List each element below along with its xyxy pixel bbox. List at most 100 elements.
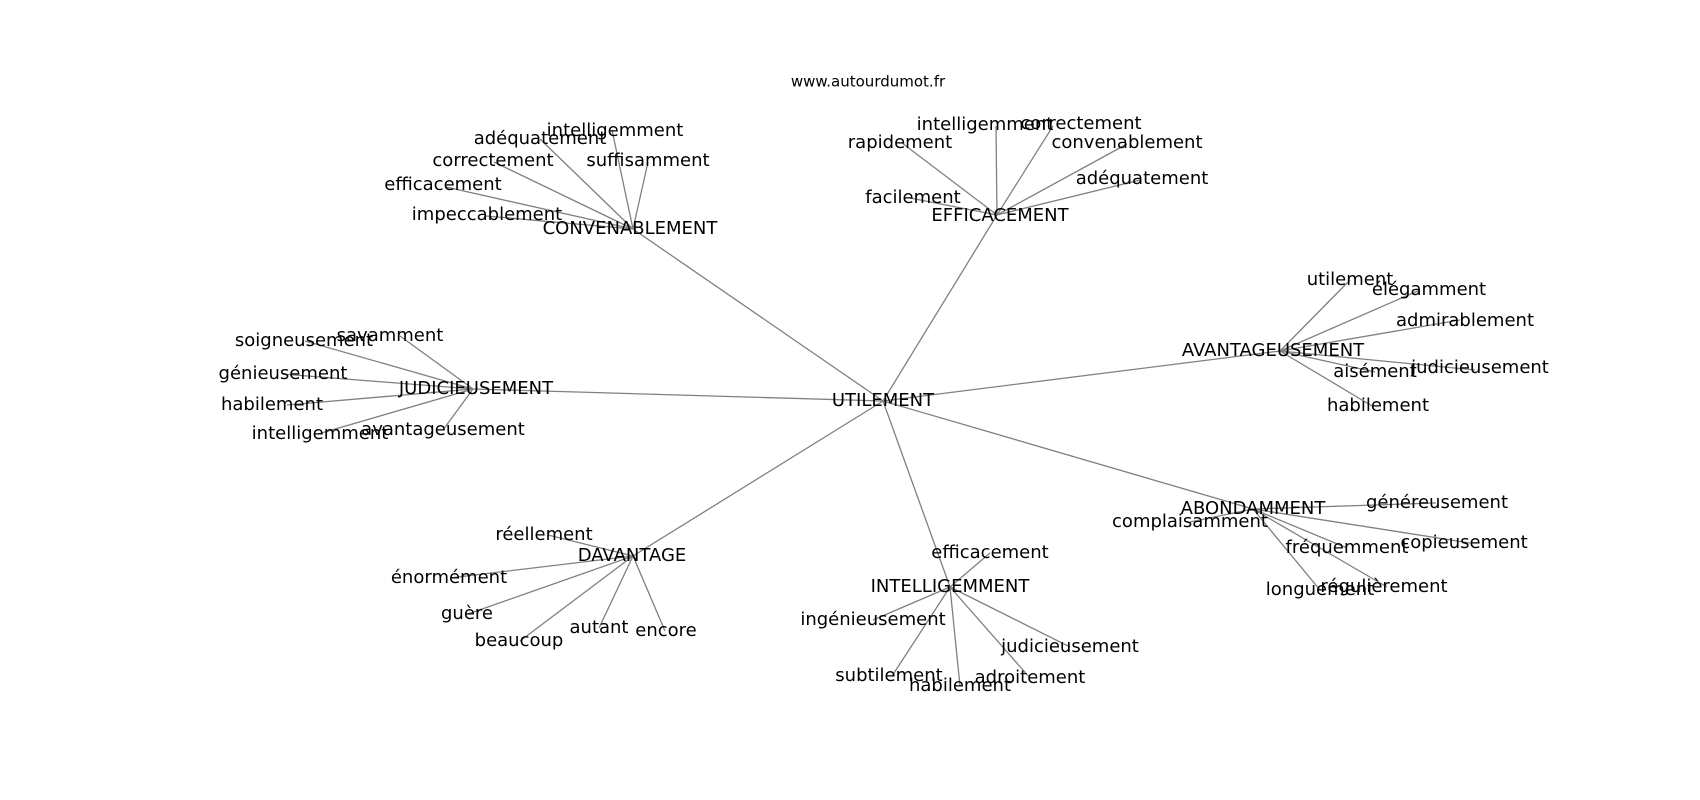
edge-hub-leaf	[399, 335, 474, 390]
leaf-node-label: impeccablement	[412, 204, 562, 225]
leaf-node-label: généreusement	[1366, 492, 1508, 513]
edge-center-hub	[882, 400, 1254, 510]
edge-hub-leaf	[949, 586, 1031, 679]
edge-hub-leaf	[1279, 289, 1421, 352]
edge-hub-leaf	[485, 215, 634, 230]
edge-hub-leaf	[304, 340, 474, 390]
leaf-node-label: efficacement	[384, 174, 501, 195]
edge-hub-leaf	[949, 552, 991, 588]
edge-hub-leaf	[1279, 319, 1461, 352]
leaf-node-label: habilement	[909, 675, 1011, 696]
leaf-node-label: énormément	[391, 567, 507, 588]
leaf-node-label: autant	[570, 617, 629, 638]
edge-hub-leaf	[909, 197, 998, 216]
leaf-node-label: adéquatement	[1076, 168, 1209, 189]
leaf-node-label: facilement	[865, 187, 960, 208]
leaf-node-label: adroitement	[975, 667, 1086, 688]
edge-hub-leaf	[891, 586, 951, 677]
hub-node-label: CONVENABLEMENT	[543, 218, 719, 239]
edge-hub-leaf	[1279, 279, 1351, 352]
leaf-node-label: aisément	[1333, 361, 1417, 382]
edge-hub-leaf	[1279, 350, 1476, 371]
edge-hub-leaf	[1252, 508, 1388, 588]
edge-hub-leaf	[317, 388, 474, 435]
leaf-node-label: longuement	[1266, 579, 1374, 600]
edge-hub-leaf	[996, 125, 1054, 216]
edge-hub-leaf	[995, 125, 998, 216]
leaf-node-label: élégamment	[1372, 279, 1486, 300]
edge-hub-leaf	[1252, 508, 1471, 544]
edge-hub-leaf	[1252, 502, 1437, 510]
edge-center-hub	[882, 214, 998, 402]
hub-node-label: JUDICIEUSEMENT	[398, 378, 554, 399]
graph-edges	[281, 125, 1476, 687]
edge-hub-leaf	[442, 388, 474, 431]
edge-hub-leaf	[872, 586, 951, 621]
leaf-node-label: habilement	[221, 394, 323, 415]
leaf-node-label: correctement	[432, 150, 553, 171]
edge-hub-leaf	[493, 161, 634, 230]
edge-hub-leaf	[598, 555, 634, 629]
leaf-node-label: beaucoup	[475, 630, 564, 651]
leaf-node-label: judicieusement	[1410, 357, 1549, 378]
leaf-node-label: suffisamment	[586, 150, 709, 171]
edge-hub-leaf	[519, 555, 634, 642]
hub-node-label: AVANTAGEUSEMENT	[1182, 340, 1365, 361]
edge-hub-leaf	[547, 534, 634, 557]
leaf-node-label: régulièrement	[1320, 576, 1447, 597]
leaf-node-label: adéquatement	[474, 128, 607, 149]
leaf-node-label: copieusement	[1400, 532, 1527, 553]
edge-hub-leaf	[1252, 508, 1348, 549]
source-label: www.autourdumot.fr	[791, 73, 946, 91]
edge-hub-leaf	[445, 186, 634, 230]
edge-hub-leaf	[901, 142, 998, 216]
edge-hub-leaf	[467, 555, 634, 615]
edge-hub-leaf	[996, 143, 1128, 216]
graph-labels: UTILEMENTCONVENABLEMENTintelligemmentadé…	[219, 113, 1549, 696]
edge-center-hub	[632, 228, 884, 402]
leaf-node-label: utilement	[1307, 269, 1394, 290]
hub-node-label: ABONDAMMENT	[1181, 498, 1327, 519]
leaf-node-label: encore	[635, 620, 696, 641]
edge-hub-leaf	[281, 373, 474, 390]
leaf-node-label: subtilement	[835, 665, 942, 686]
hub-node-label: DAVANTAGE	[578, 545, 687, 566]
edge-hub-leaf	[1252, 508, 1321, 591]
leaf-node-label: intelligemment	[917, 114, 1054, 135]
leaf-node-label: rapidement	[848, 132, 952, 153]
edge-hub-leaf	[949, 586, 1071, 648]
leaf-node-label: savamment	[337, 325, 444, 346]
leaf-node-label: habilement	[1327, 395, 1429, 416]
leaf-node-label: convenablement	[1051, 132, 1202, 153]
edge-hub-leaf	[1189, 508, 1254, 523]
edge-hub-leaf	[632, 161, 649, 230]
edge-hub-leaf	[449, 555, 634, 579]
leaf-node-label: guère	[441, 603, 493, 624]
edge-hub-leaf	[611, 129, 634, 230]
leaf-node-label: complaisamment	[1112, 511, 1268, 532]
leaf-node-label: efficacement	[931, 542, 1048, 563]
leaf-node-label: fréquemment	[1286, 537, 1409, 558]
leaf-node-label: intelligemment	[547, 120, 684, 141]
edge-center-hub	[882, 350, 1281, 402]
leaf-node-label: correctement	[1020, 113, 1141, 134]
edge-center-hub	[472, 388, 884, 402]
leaf-node-label: avantageusement	[361, 419, 525, 440]
edge-hub-leaf	[1279, 350, 1373, 407]
center-node-label: UTILEMENT	[832, 390, 935, 411]
edge-center-hub	[882, 400, 951, 588]
leaf-node-label: admirablement	[1396, 310, 1534, 331]
leaf-node-label: judicieusement	[1000, 636, 1139, 657]
hub-node-label: EFFICACEMENT	[931, 205, 1069, 226]
leaf-node-label: ingénieusement	[800, 609, 945, 630]
leaf-node-label: réellement	[495, 524, 592, 545]
edge-hub-leaf	[539, 138, 634, 230]
edge-hub-leaf	[286, 388, 474, 406]
hub-node-label: INTELLIGEMMENT	[871, 576, 1031, 597]
edge-hub-leaf	[632, 555, 666, 632]
edge-hub-leaf	[949, 586, 961, 687]
edge-hub-leaf	[1279, 350, 1376, 373]
leaf-node-label: soigneusement	[235, 330, 373, 351]
edge-hub-leaf	[996, 179, 1141, 216]
